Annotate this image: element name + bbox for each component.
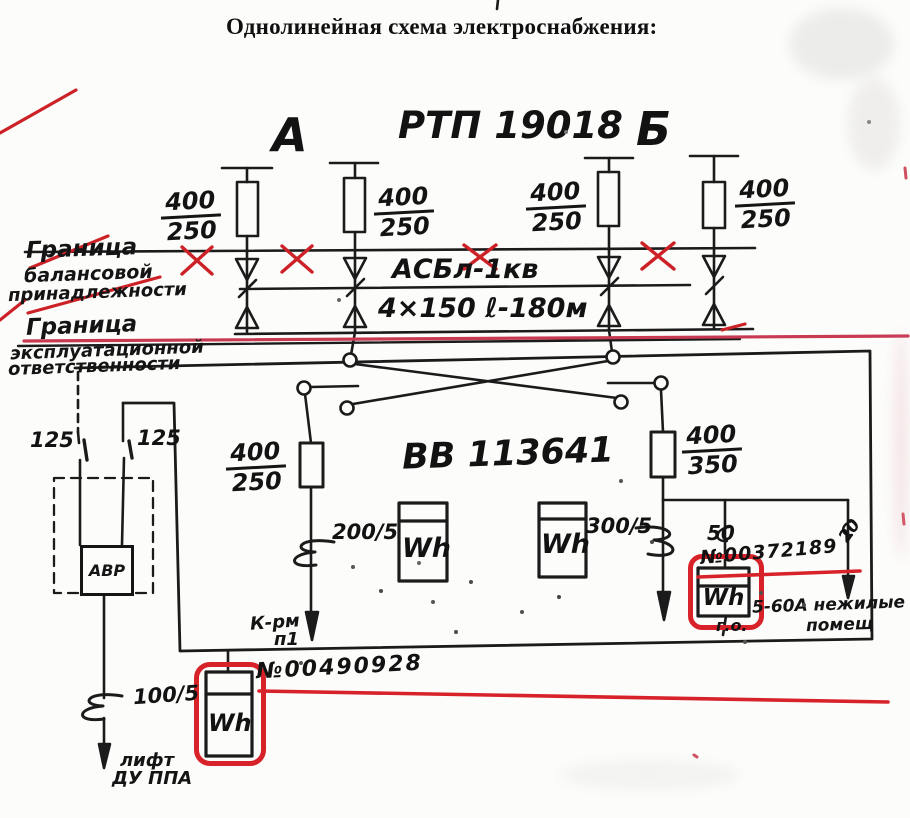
switch-contact-icon [296,349,669,416]
red-highlight-box [194,662,266,766]
fuse-rating: 400 250 [159,186,223,246]
red-speck [692,166,908,759]
cable-termination-icon [234,250,260,334]
breaker-rating: 125 [137,426,181,450]
lift-load-label: ДУ ППА [112,768,193,789]
cable-termination-icon [596,248,622,332]
meter-wh-label: Wh [402,533,452,564]
boundary-operation-line [16,337,742,348]
fuse-rating: 400 250 [372,182,436,242]
cable-mid-line [238,283,692,291]
current-transformer-icon [81,693,124,722]
section-a-label: А [272,108,308,162]
fuse-rating: 400 250 [733,174,797,234]
ct-ratio-label: 50 [707,521,735,545]
fuse-icon [649,430,677,594]
meter-wh-label: Wh [702,585,745,611]
energy-meter-box [696,566,751,618]
fuse-rating: 400 250 [524,177,588,237]
load-note: г.о. [716,616,748,635]
fuse-rating: 400 350 [680,420,744,480]
red-highlight-box [688,554,764,630]
page-title: Однолинейная схема электроснабжения: [226,14,658,39]
breaker-rating: 125 [30,428,74,452]
scan-dust [0,0,2,2]
cable-bottom-line [233,327,755,336]
avr-label: АВР [88,561,126,580]
energy-meter-box [204,649,254,758]
avr-feeder-lines [76,370,134,746]
energy-meter-box [397,501,449,583]
cable-termination-icon [701,247,727,331]
substation-label: РТП 19018 [398,104,623,147]
section-b-label: Б [636,102,672,156]
meter-wh-label: Wh [541,529,591,560]
current-transformer-icon [841,519,855,537]
boundary-operation-label: Граница [25,311,138,341]
fuse-icon [583,156,635,252]
ct-ratio-label: 300/5 [586,514,653,538]
cable-termination-icon [342,249,368,334]
meter-wh-label: Wh [208,709,252,737]
cable-type-label: АСБл-1кв [392,254,539,285]
fuse-icon [328,161,380,253]
energy-meter-box [537,501,588,579]
red-cross-mark [180,241,676,276]
switchgear-label: ВВ 113641 [401,430,615,478]
fuse-icon [688,154,740,251]
current-transformer-icon [634,525,675,557]
avr-box: АВР [80,545,134,596]
red-slash-marks [0,88,747,332]
boundary-red-line [22,334,910,343]
load-note: п1 [274,629,299,650]
fuse-rating: 400 250 [224,437,288,497]
crossover-switch [303,328,665,445]
scan-artifact-mark [495,0,500,11]
fuse-icon [298,441,325,614]
building-outline [73,349,874,653]
load-note: помещ [805,613,874,637]
ct-ratio-label: 100/5 [132,680,200,710]
fuse-icon [220,166,274,254]
boundary-balance-line [23,246,757,254]
ct-ratio-label: 200/5 [332,520,399,544]
current-transformer-icon [293,539,336,568]
current-transformer-icon [716,525,731,543]
red-underline [257,569,890,704]
cable-spec-label: 4×150 ℓ-180м [378,293,588,324]
arrow-down-icon [97,574,856,770]
boundary-balance-label: Граница [25,234,138,264]
lift-load-label: лифт [120,750,175,771]
